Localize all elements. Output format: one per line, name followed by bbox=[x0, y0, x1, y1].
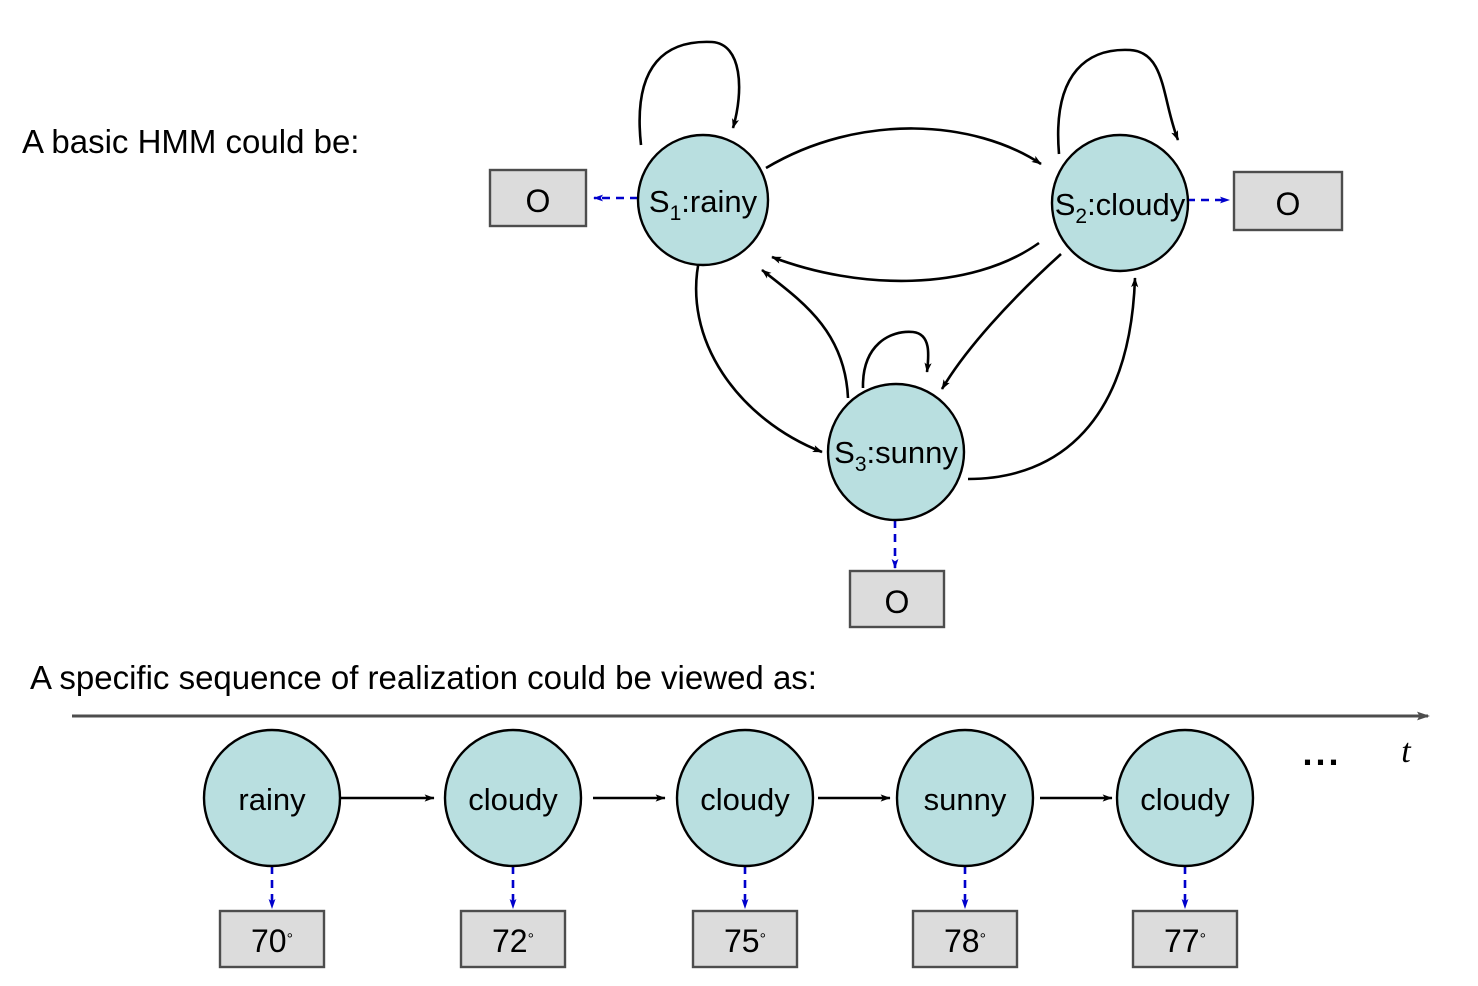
state-prefix-s3: S bbox=[834, 435, 855, 470]
time-axis-label: t bbox=[1401, 733, 1412, 770]
sequence-ellipsis: ... bbox=[1302, 732, 1341, 773]
state-name-s3: :sunny bbox=[867, 435, 959, 470]
state-node-s2[interactable]: S2:cloudy bbox=[1050, 133, 1190, 273]
sequence-node-5[interactable]: cloudy bbox=[1115, 728, 1255, 868]
observation-box-s3: O bbox=[848, 569, 946, 629]
sequence-timeline: t ... rainy cloudy cl bbox=[72, 711, 1430, 969]
sequence-node-label-3: cloudy bbox=[700, 782, 790, 817]
observation-box-s2: O bbox=[1232, 170, 1344, 232]
sequence-node-4[interactable]: sunny bbox=[895, 728, 1035, 868]
degree-symbol-5: ° bbox=[1200, 931, 1206, 948]
temperature-value-3: 75 bbox=[724, 923, 760, 959]
temperature-box-1: 70° bbox=[218, 909, 326, 969]
sequence-node-1[interactable]: rainy bbox=[202, 728, 342, 868]
temperature-box-2: 72° bbox=[459, 909, 567, 969]
hmm-caption: A basic HMM could be: bbox=[22, 123, 360, 160]
temperature-label-2: 72° bbox=[492, 923, 534, 959]
sequence-caption: A specific sequence of realization could… bbox=[30, 659, 817, 696]
sequence-node-label-4: sunny bbox=[924, 782, 1007, 817]
state-prefix-s2: S bbox=[1055, 187, 1076, 222]
temperature-box-3: 75° bbox=[691, 909, 799, 969]
transition-s1-to-s3 bbox=[694, 255, 823, 454]
observation-label-s1: O bbox=[526, 183, 551, 219]
temperature-box-4: 78° bbox=[911, 909, 1019, 969]
self-loop-s2 bbox=[1056, 48, 1180, 155]
observation-label-s3: O bbox=[885, 584, 910, 620]
temperature-label-3: 75° bbox=[724, 923, 766, 959]
state-subscript-s3: 3 bbox=[855, 453, 867, 476]
state-node-s1[interactable]: S1:rainy bbox=[636, 133, 770, 267]
temperature-value-5: 77 bbox=[1164, 923, 1200, 959]
temperature-value-1: 70 bbox=[251, 923, 287, 959]
degree-symbol-4: ° bbox=[980, 931, 986, 948]
self-loop-s1 bbox=[638, 40, 741, 146]
state-name-s2: :cloudy bbox=[1087, 187, 1186, 222]
transition-s2-to-s3 bbox=[940, 253, 1062, 390]
transition-s3-to-s2 bbox=[967, 277, 1139, 481]
state-label-s2: S2:cloudy bbox=[1055, 187, 1186, 228]
transition-s2-to-s1 bbox=[771, 241, 1040, 283]
temperature-label-5: 77° bbox=[1164, 923, 1206, 959]
state-label-s1: S1:rainy bbox=[649, 184, 758, 225]
temperature-value-2: 72 bbox=[492, 923, 528, 959]
state-node-s3[interactable]: S3:sunny bbox=[826, 382, 966, 522]
state-subscript-s2: 2 bbox=[1075, 205, 1087, 228]
state-prefix-s1: S bbox=[649, 184, 670, 219]
sequence-node-label-2: cloudy bbox=[468, 782, 558, 817]
temperature-box-5: 77° bbox=[1131, 909, 1239, 969]
observation-label-s2: O bbox=[1276, 186, 1301, 222]
degree-symbol-3: ° bbox=[760, 931, 766, 948]
temperature-label-1: 70° bbox=[251, 923, 293, 959]
sequence-node-label-1: rainy bbox=[238, 782, 306, 817]
observation-box-s1: O bbox=[488, 168, 588, 228]
degree-symbol-1: ° bbox=[287, 931, 293, 948]
sequence-node-2[interactable]: cloudy bbox=[443, 728, 583, 868]
transition-s1-to-s2 bbox=[765, 127, 1042, 170]
degree-symbol-2: ° bbox=[528, 931, 534, 948]
state-label-s3: S3:sunny bbox=[834, 435, 958, 476]
temperature-value-4: 78 bbox=[944, 923, 980, 959]
state-name-s1: :rainy bbox=[681, 184, 757, 219]
temperature-label-4: 78° bbox=[944, 923, 986, 959]
sequence-node-3[interactable]: cloudy bbox=[675, 728, 815, 868]
state-subscript-s1: 1 bbox=[670, 202, 682, 225]
self-loop-s3 bbox=[861, 330, 932, 389]
hmm-graph: O O O S1:rainy S2:cloudy bbox=[488, 40, 1344, 629]
sequence-node-label-5: cloudy bbox=[1140, 782, 1230, 817]
transition-s3-to-s1 bbox=[761, 268, 850, 399]
